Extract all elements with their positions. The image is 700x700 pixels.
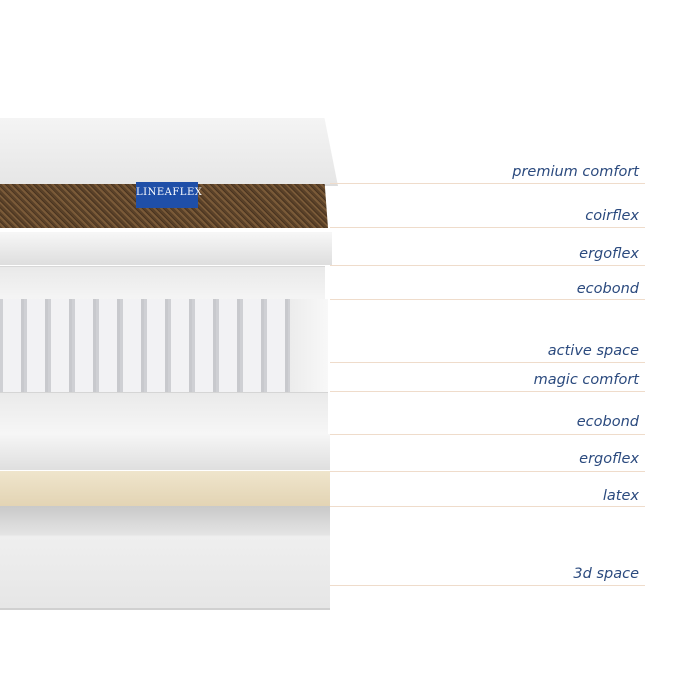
layer-label: premium comfort bbox=[512, 164, 639, 180]
layer-label: coirflex bbox=[585, 208, 639, 224]
leader-line bbox=[330, 362, 645, 363]
leader-line bbox=[330, 434, 645, 435]
latex-layer bbox=[0, 471, 330, 506]
magic-comfort-layer bbox=[0, 392, 328, 434]
leader-line bbox=[330, 183, 645, 184]
leader-line bbox=[330, 265, 645, 266]
layer-label: magic comfort bbox=[533, 372, 639, 388]
leader-line bbox=[330, 391, 645, 392]
leader-line bbox=[330, 227, 645, 228]
layer-label: latex bbox=[602, 488, 639, 504]
layer-label: ecobond bbox=[576, 414, 639, 430]
leader-line bbox=[330, 506, 645, 507]
brand-logo: LINEAFLEX bbox=[136, 182, 202, 208]
layer-label: 3d space bbox=[573, 566, 639, 582]
leader-line bbox=[330, 585, 645, 586]
active-space-side bbox=[290, 299, 328, 392]
ergoflex-layer-bottom bbox=[0, 434, 330, 470]
3d-space-layer bbox=[0, 506, 330, 610]
active-space-springs bbox=[0, 299, 290, 392]
ecobond-layer-top bbox=[0, 266, 325, 300]
layer-label: active space bbox=[547, 343, 639, 359]
premium-comfort-layer bbox=[0, 118, 338, 186]
ergoflex-layer-top bbox=[0, 232, 332, 265]
layer-label: ergoflex bbox=[579, 246, 639, 262]
leader-line bbox=[330, 471, 645, 472]
leader-line bbox=[330, 299, 645, 300]
layer-label: ecobond bbox=[576, 281, 639, 297]
layer-label: ergoflex bbox=[579, 451, 639, 467]
